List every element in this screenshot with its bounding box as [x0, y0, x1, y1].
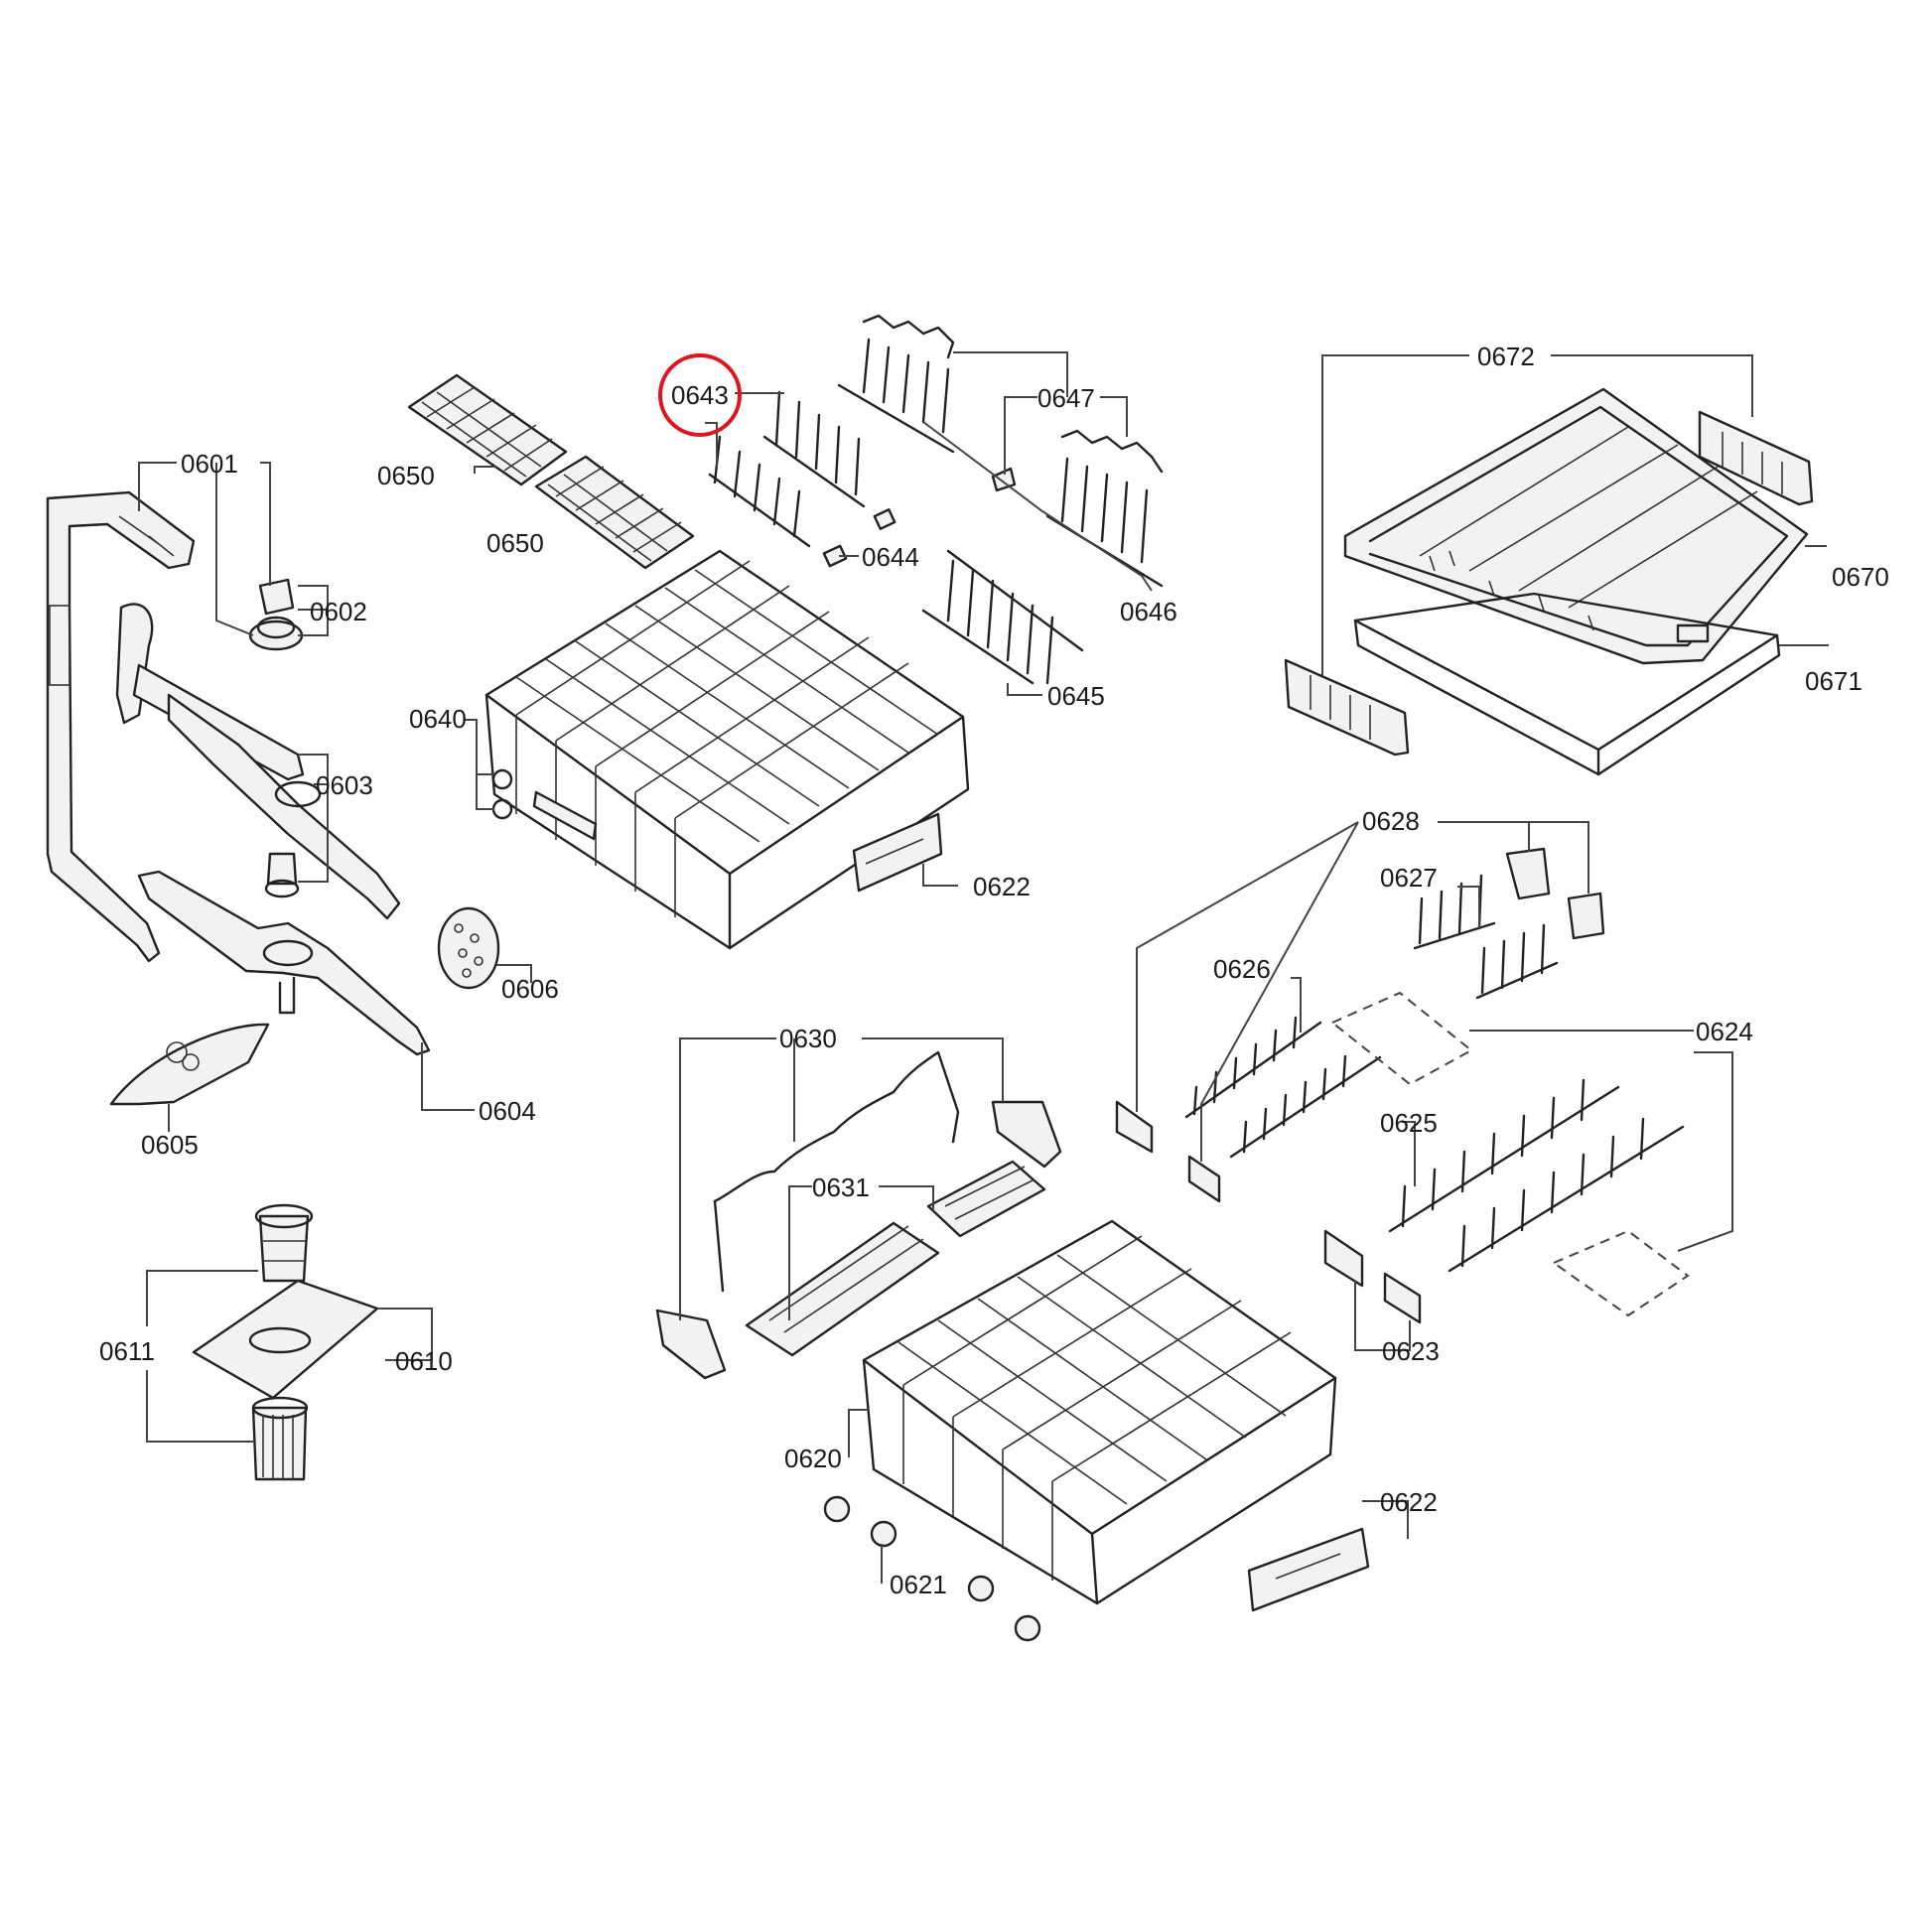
label-0602: 0602: [310, 597, 367, 626]
label-0621: 0621: [890, 1570, 947, 1599]
part-0621-wheels: [823, 1495, 1041, 1642]
part-0610-filter-plate: [192, 1279, 379, 1400]
part-0628-holders: [1115, 847, 1605, 1203]
part-0604-lower-spray-arm: [137, 870, 431, 1056]
leader-lines: [138, 351, 1829, 1584]
part-0644-clip: [822, 508, 897, 568]
label-0610: 0610: [395, 1346, 453, 1376]
label-0622-upper: 0622: [973, 872, 1031, 901]
label-0643: 0643: [671, 380, 729, 410]
label-0672: 0672: [1477, 342, 1535, 371]
label-0646: 0646: [1120, 597, 1177, 626]
part-0606-disk: [437, 906, 500, 990]
label-0603: 0603: [316, 770, 373, 800]
label-0650-b: 0650: [486, 528, 544, 558]
part-0643-tine-rows: [708, 390, 866, 548]
label-0625: 0625: [1380, 1108, 1438, 1138]
part-0622-handle-lower: [1247, 1527, 1370, 1612]
part-0603-upper-spray-arm: [115, 603, 401, 920]
part-0611-filter-set: [251, 1203, 314, 1481]
part-0622-handle-upper: [852, 812, 943, 893]
part-0601-supply-pipe: [46, 490, 196, 963]
label-0624: 0624: [1696, 1017, 1753, 1046]
part-0620-lower-basket: [862, 1219, 1337, 1605]
part-0647-tine-row: [837, 314, 1017, 492]
part-0640-upper-basket: [484, 549, 970, 950]
part-0650-cutlery-tray-b: [534, 455, 695, 570]
label-0626: 0626: [1213, 954, 1271, 984]
label-0627: 0627: [1380, 863, 1438, 893]
part-0602-nut: [248, 578, 304, 651]
label-0630: 0630: [779, 1024, 837, 1053]
highlight-circle: [658, 353, 742, 437]
part-0646-tine-row: [1045, 429, 1164, 588]
part-0624-clip-set: [1330, 991, 1690, 1317]
part-0627-tine-insert: [1413, 874, 1559, 1000]
part-labels: 0601 0602 0603 0604 0605 0606 0610 0611 …: [99, 342, 1889, 1599]
label-0605: 0605: [141, 1130, 199, 1160]
part-0623-holders: [1323, 1229, 1422, 1324]
part-0626-tine-insert: [1184, 1016, 1382, 1159]
part-0650-cutlery-tray-a: [407, 373, 568, 486]
part-0645-tine-row: [921, 549, 1084, 685]
label-0623: 0623: [1382, 1336, 1440, 1366]
label-0606: 0606: [501, 974, 559, 1004]
label-0644: 0644: [862, 542, 919, 572]
label-0647: 0647: [1037, 383, 1095, 413]
part-0672-rails: [1284, 410, 1814, 757]
label-0631: 0631: [812, 1173, 870, 1202]
label-0604: 0604: [479, 1096, 536, 1126]
label-0671: 0671: [1805, 666, 1863, 696]
label-0640: 0640: [409, 704, 467, 734]
part-0630-tine-frame: [655, 1050, 1062, 1380]
label-0628: 0628: [1362, 806, 1420, 836]
label-0645: 0645: [1047, 681, 1105, 711]
part-0671-third-rack-frame: [1353, 592, 1781, 776]
label-0611: 0611: [99, 1336, 155, 1366]
label-0670: 0670: [1832, 562, 1889, 592]
part-0605-cover-plate: [109, 1023, 270, 1106]
label-0622-lower: 0622: [1380, 1487, 1438, 1517]
part-0631-tray-a: [745, 1221, 940, 1357]
part-0631-tray-b: [926, 1160, 1046, 1238]
label-0650-a: 0650: [377, 461, 435, 490]
part-0625-tine-insert: [1388, 1078, 1685, 1273]
label-0601: 0601: [181, 449, 238, 479]
part-0670-third-rack-tray: [1343, 387, 1809, 665]
label-0620: 0620: [784, 1444, 842, 1473]
